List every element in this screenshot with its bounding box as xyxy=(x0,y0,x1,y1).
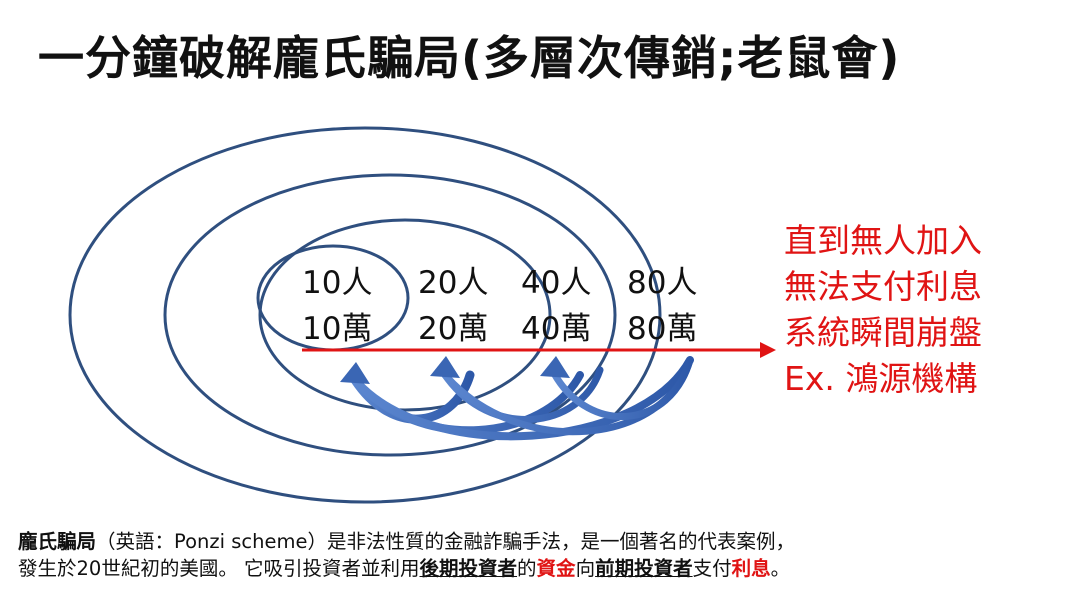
level-2-money: 20萬 xyxy=(418,311,488,347)
arrow-head-3 xyxy=(540,356,570,378)
desc-part-2: 的 xyxy=(517,557,537,580)
desc-part-3: 向 xyxy=(575,557,596,580)
side-line-3: 系統瞬間崩盤 xyxy=(784,313,982,352)
interest: 利息 xyxy=(731,557,771,580)
arrow-head-1 xyxy=(340,362,370,384)
funds: 資金 xyxy=(536,557,576,580)
arrow-head-2 xyxy=(430,356,460,378)
return-arrows xyxy=(340,356,694,441)
desc-part-5: 。 xyxy=(770,557,791,580)
description-line-1-rest: （英語：Ponzi scheme）是非法性質的金融詐騙手法，是一個著名的代表案例… xyxy=(96,530,795,553)
ring-level-4 xyxy=(68,126,662,504)
level-1-people: 10人 xyxy=(302,265,372,301)
level-3-people: 40人 xyxy=(521,265,591,301)
page-title: 一分鐘破解龐氏騙局(多層次傳銷;老鼠會) xyxy=(38,31,901,85)
later-investors: 後期投資者 xyxy=(419,557,518,580)
level-1-money: 10萬 xyxy=(302,311,372,347)
ring-level-2 xyxy=(258,218,552,412)
ring-level-3 xyxy=(163,173,617,457)
level-3-money: 40萬 xyxy=(521,311,591,347)
level-4-people: 80人 xyxy=(627,265,697,301)
side-line-2: 無法支付利息 xyxy=(784,267,982,306)
collapse-explanation: 直到無人加入 無法支付利息 系統瞬間崩盤 Ex. 鴻源機構 xyxy=(784,218,982,402)
timeline-arrow-head xyxy=(760,342,776,358)
desc-part-4: 支付 xyxy=(692,557,732,580)
description: 龐氏騙局（英語：Ponzi scheme）是非法性質的金融詐騙手法，是一個著名的… xyxy=(18,528,1088,582)
earlier-investors: 前期投資者 xyxy=(595,557,693,580)
description-line-2: 發生於20世紀初的美國。 它吸引投資者並利用後期投資者的資金向前期投資者支付利息… xyxy=(18,555,1088,582)
side-line-4: Ex. 鴻源機構 xyxy=(784,359,978,398)
desc-part-1: 發生於20世紀初的美國。 它吸引投資者並利用 xyxy=(18,557,420,580)
level-4-money: 80萬 xyxy=(627,311,697,347)
side-line-1: 直到無人加入 xyxy=(784,221,982,260)
description-line-1: 龐氏騙局（英語：Ponzi scheme）是非法性質的金融詐騙手法，是一個著名的… xyxy=(18,528,1088,555)
level-2-people: 20人 xyxy=(418,265,488,301)
term-ponzi: 龐氏騙局 xyxy=(18,530,97,553)
